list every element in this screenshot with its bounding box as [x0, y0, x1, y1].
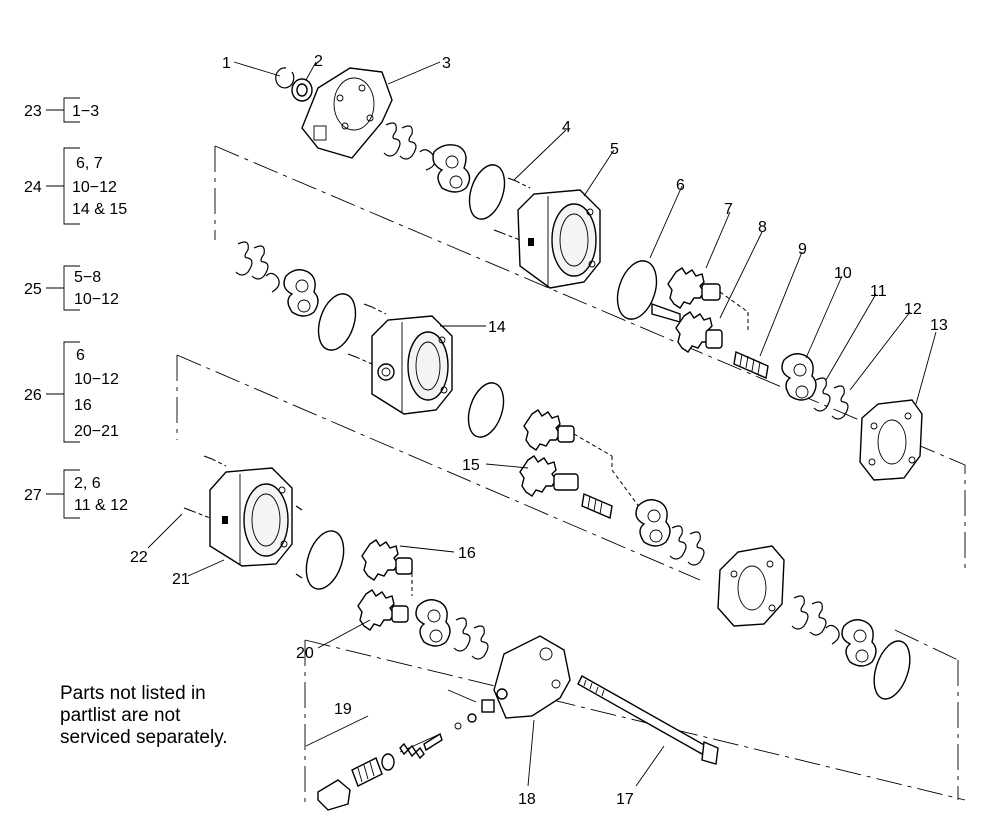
part-springs-rear: [791, 595, 840, 645]
callout-13: 13: [930, 317, 948, 334]
group-23: 23 1−3: [24, 97, 99, 123]
group-line: 20−21: [74, 423, 119, 440]
part-springs-bottom: [453, 617, 489, 660]
part-seal-spring-mid: [235, 241, 280, 293]
group-line: 6, 7: [76, 155, 103, 172]
group-line: 5−8: [74, 269, 101, 286]
part-gear-20: [357, 589, 409, 631]
callout-15: 15: [462, 457, 480, 474]
part-dowel-pins-mid: [347, 303, 387, 365]
callout-2: 2: [314, 53, 323, 70]
part-relief-valve-19: [317, 713, 477, 811]
group-line: 11 & 12: [74, 497, 128, 514]
service-note-line: serviced separately.: [60, 727, 228, 748]
part-snap-ring-1: [275, 67, 295, 89]
callout-11: 11: [870, 283, 887, 300]
callout-18: 18: [518, 791, 536, 808]
callout-5: 5: [610, 141, 619, 158]
part-springs-lower: [669, 525, 705, 566]
callout-7: 7: [724, 201, 733, 218]
part-thrust-plate-lower: [635, 499, 671, 547]
callout-1: 1: [222, 55, 231, 72]
service-note-line: partlist are not: [60, 705, 181, 726]
callout-22: 22: [130, 549, 148, 566]
section-boundaries: [176, 145, 966, 805]
group-number: 26: [24, 387, 42, 404]
group-line: 2, 6: [74, 475, 101, 492]
part-gear-7: [667, 267, 749, 330]
part-end-plate-13: [859, 399, 923, 481]
callout-4: 4: [562, 119, 571, 136]
part-gear-16: [361, 539, 413, 596]
part-thrust-plate-rear: [841, 619, 877, 667]
group-number: 25: [24, 281, 42, 298]
callout-19: 19: [334, 701, 352, 718]
part-o-ring-lower: [467, 382, 505, 438]
part-bolt-17: [577, 675, 719, 765]
part-gear-housing-5: [517, 189, 601, 289]
part-dowel-pins-22: [183, 455, 303, 579]
part-thrust-plate-top: [432, 144, 471, 193]
part-o-ring-top: [468, 164, 506, 220]
part-drive-gear-8: [651, 303, 723, 353]
part-adapter-plate: [717, 545, 785, 627]
service-note-line: Parts not listed in: [60, 683, 206, 704]
callout-17: 17: [616, 791, 634, 808]
part-springs-11-12: [813, 377, 849, 420]
part-o-ring-6: [616, 260, 658, 320]
callout-10: 10: [834, 265, 852, 282]
group-27: 27 2, 6 11 & 12: [24, 469, 128, 519]
callout-16: 16: [458, 545, 476, 562]
group-number: 27: [24, 487, 42, 504]
callout-12: 12: [904, 301, 922, 318]
group-line: 10−12: [72, 179, 117, 196]
part-seal-2: [291, 78, 313, 102]
group-line: 1−3: [72, 103, 99, 120]
service-note: Parts not listed in partlist are not ser…: [60, 683, 290, 749]
part-o-ring-21: [305, 530, 345, 590]
group-line: 14 & 15: [72, 201, 127, 218]
part-rear-cover-18: [481, 635, 571, 719]
callout-14: 14: [488, 319, 506, 336]
callout-6: 6: [676, 177, 685, 194]
part-o-ring-mid: [317, 293, 357, 351]
leader-lines: [147, 61, 937, 787]
part-front-cover-3: [301, 67, 393, 159]
part-spline-coupling-9: [733, 350, 769, 380]
callout-9: 9: [798, 241, 807, 258]
group-24: 24 6, 7 10−12 14 & 15: [24, 147, 127, 225]
callout-21: 21: [172, 571, 190, 588]
callout-8: 8: [758, 219, 767, 236]
part-thrust-plate-10: [781, 353, 817, 401]
callout-3: 3: [442, 55, 451, 72]
group-26: 26 6 10−12 16 20−21: [24, 341, 119, 443]
group-line: 10−12: [74, 371, 119, 388]
callout-numbers: 1 2 3 4 5 6 7 8 9 10 11 12 13 14 15 16 1…: [130, 53, 948, 808]
part-seal-spring-top: [383, 122, 436, 171]
part-gears-15: [519, 409, 641, 509]
part-thrust-plate-bottom: [415, 599, 451, 647]
part-gear-housing-14: [371, 315, 453, 415]
part-spline-coupling-mid: [581, 493, 613, 519]
part-dowel-pins-4: [493, 177, 531, 241]
group-number: 24: [24, 179, 42, 196]
group-25: 25 5−8 10−12: [24, 265, 119, 311]
part-thrust-plate-mid: [283, 269, 319, 317]
group-line: 10−12: [74, 291, 119, 308]
group-line: 16: [74, 397, 92, 414]
group-line: 6: [76, 347, 85, 364]
part-o-ring-rear: [873, 640, 911, 700]
callout-20: 20: [296, 645, 314, 662]
group-number: 23: [24, 103, 42, 120]
part-gear-housing-21: [209, 467, 293, 567]
